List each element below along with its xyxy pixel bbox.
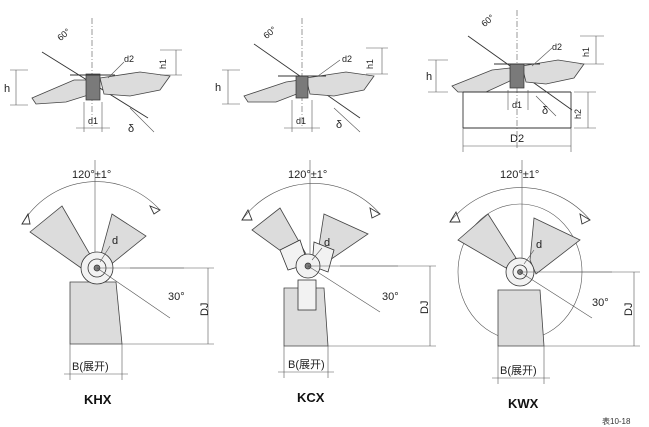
- kwx-height-label: DJ: [623, 303, 635, 316]
- khx-height-label: DJ: [199, 303, 211, 316]
- side2-d2-label: d2: [342, 54, 352, 64]
- kcx-arc-label: 120°±1°: [288, 169, 327, 181]
- side1-d2-label: d2: [124, 54, 134, 64]
- side3-D2-label: D2: [510, 133, 524, 145]
- front-view-kcx: 120°±1° d 30° DJ B(展开) KCX: [241, 160, 436, 405]
- side2-h1-label: h1: [365, 59, 375, 69]
- side1-h-label: h: [4, 83, 10, 95]
- side1-angle-label: 60°: [55, 26, 72, 43]
- side1-delta-label: δ: [128, 123, 134, 135]
- kwx-hub-label: d: [536, 239, 542, 251]
- side2-d1-label: d1: [296, 116, 306, 126]
- kcx-model-name: KCX: [297, 390, 325, 405]
- kcx-width-label: B(展开): [288, 358, 325, 371]
- khx-width-label: B(展开): [72, 360, 109, 373]
- kcx-angle-label: 30°: [382, 291, 399, 303]
- side3-h1-label: h1: [581, 47, 591, 57]
- side-view-2: 60° h h1 d2 d1 δ: [215, 18, 388, 133]
- side3-h2-label: h2: [573, 109, 583, 119]
- kwx-model-name: KWX: [508, 396, 539, 411]
- kwx-width-label: B(展开): [500, 364, 537, 377]
- khx-hub-label: d: [112, 235, 118, 247]
- side3-d2-label: d2: [552, 42, 562, 52]
- side-view-3: 60° h h1 h2 d2 d1 δ: [426, 10, 604, 152]
- side2-angle-label: 60°: [261, 24, 278, 41]
- side1-d1-label: d1: [88, 116, 98, 126]
- front-view-khx: 120°±1° d 30° DJ B(展开) KHX: [21, 160, 214, 407]
- kwx-arc-label: 120°±1°: [500, 169, 539, 181]
- table-reference: 表10-18: [602, 416, 631, 426]
- kwx-angle-label: 30°: [592, 297, 609, 309]
- front-view-kwx: 120°±1° d 30° DJ B(展开) KWX: [449, 160, 640, 411]
- khx-angle-label: 30°: [168, 291, 185, 303]
- side3-delta-label: δ: [542, 105, 548, 117]
- side3-h-label: h: [426, 71, 432, 83]
- khx-arc-label: 120°±1°: [72, 169, 111, 181]
- side-view-1: 60° h h1 d2 d1 δ: [4, 18, 182, 135]
- kcx-height-label: DJ: [419, 301, 431, 314]
- khx-model-name: KHX: [84, 392, 112, 407]
- side2-delta-label: δ: [336, 119, 342, 131]
- side2-h-label: h: [215, 82, 221, 94]
- side3-angle-label: 60°: [479, 12, 496, 29]
- side1-h1-label: h1: [158, 59, 168, 69]
- side3-d1-label: d1: [512, 100, 522, 110]
- kcx-hub-label: d: [324, 237, 330, 249]
